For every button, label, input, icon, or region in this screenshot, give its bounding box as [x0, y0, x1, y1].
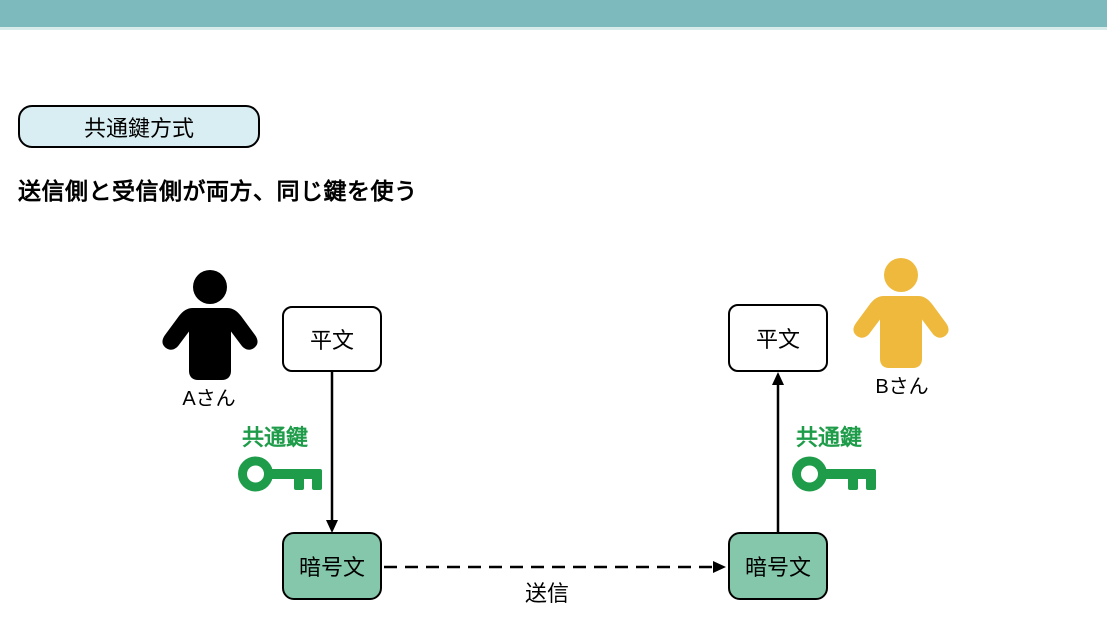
key-icon-receiver [792, 454, 876, 494]
subtitle-text: 送信側と受信側が両方、同じ鍵を使う [18, 178, 418, 204]
plaintext-label-receiver: 平文 [755, 327, 800, 352]
receiver-person-icon [852, 258, 950, 370]
method-title-box: 共通鍵方式 [18, 105, 260, 148]
ciphertext-box-sender: 暗号文 [282, 532, 382, 600]
transmission-arrow-head [713, 561, 726, 573]
key-icon-sender [238, 454, 322, 494]
ciphertext-label-sender: 暗号文 [298, 555, 365, 580]
top-accent-bar [0, 0, 1107, 30]
sender-person-icon [161, 270, 259, 382]
receiver-name-label: Bさん [875, 376, 929, 398]
plaintext-box-sender: 平文 [282, 306, 382, 372]
plaintext-box-receiver: 平文 [728, 304, 828, 372]
transmission-label: 送信 [524, 581, 569, 606]
sender-name-label: Aさん [182, 388, 236, 410]
plaintext-label-sender: 平文 [309, 328, 354, 353]
ciphertext-label-receiver: 暗号文 [744, 555, 811, 580]
key-label-receiver: 共通鍵 [796, 425, 863, 450]
ciphertext-box-receiver: 暗号文 [728, 532, 828, 600]
method-title: 共通鍵方式 [83, 115, 194, 141]
decrypt-arrow-head [772, 372, 784, 385]
key-label-sender: 共通鍵 [242, 425, 309, 450]
